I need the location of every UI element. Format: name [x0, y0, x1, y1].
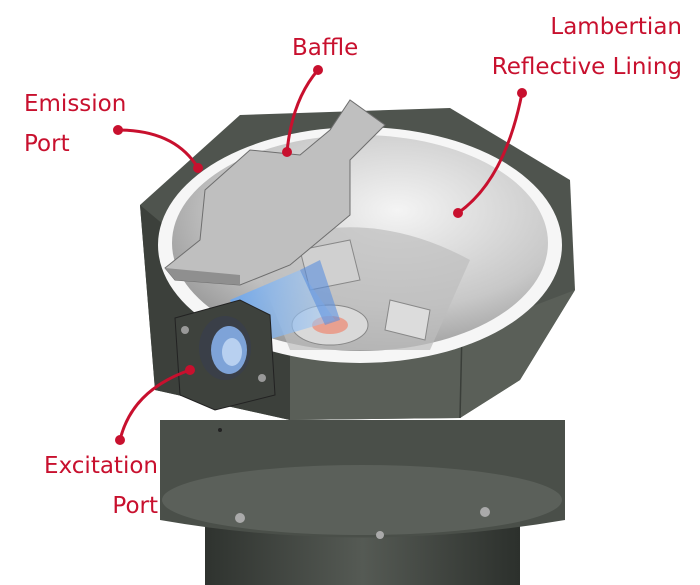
excitation-port-label: Excitation Port	[28, 446, 158, 526]
emission-port-label: Emission Port	[24, 84, 126, 164]
excitation-label-line1: Excitation	[44, 453, 158, 479]
baffle-label-line1: Baffle	[292, 35, 359, 61]
emission-label-line1: Emission	[24, 91, 127, 117]
lining-label-line2: Reflective Lining	[491, 54, 682, 80]
baffle-label: Baffle	[292, 28, 358, 68]
excitation-port-hardware	[174, 299, 276, 432]
callout-lines	[117, 69, 524, 441]
emission-callout-line	[117, 128, 200, 169]
base-cylinder	[160, 420, 565, 585]
excitation-label-line2: Port	[112, 493, 158, 519]
emission-label-line2: Port	[24, 131, 70, 157]
baffle-callout-line	[285, 69, 320, 153]
lining-label: Lambertian Reflective Lining	[492, 7, 682, 87]
callout-dots	[113, 65, 527, 445]
baffle	[164, 99, 386, 286]
lining-callout-line	[457, 92, 524, 215]
excitation-callout-line	[118, 368, 191, 441]
lining-label-line1: Lambertian	[550, 14, 682, 40]
beam-cone	[300, 260, 340, 325]
